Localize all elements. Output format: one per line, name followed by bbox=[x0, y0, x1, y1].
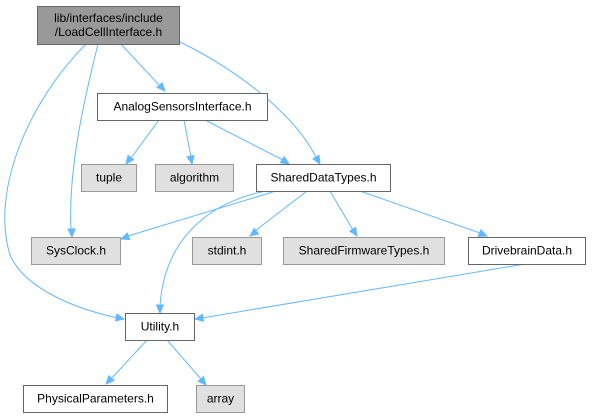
edge-arrowhead bbox=[193, 313, 205, 322]
edges bbox=[4, 40, 526, 386]
node-label: DrivebrainData.h bbox=[482, 244, 572, 258]
edge-utility-to-array bbox=[166, 339, 207, 386]
node-label: SharedFirmwareTypes.h bbox=[299, 244, 430, 258]
edge-line bbox=[359, 190, 481, 234]
node-label: PhysicalParameters.h bbox=[37, 392, 154, 406]
edge-analog-to-shared-data bbox=[204, 119, 291, 165]
node-box bbox=[23, 385, 168, 413]
node-box bbox=[81, 164, 137, 192]
edge-line bbox=[201, 263, 526, 319]
edge-analog-to-algorithm bbox=[183, 119, 195, 166]
edge-arrowhead bbox=[125, 154, 135, 165]
node-sysclock: SysClock.h bbox=[31, 237, 121, 265]
edge-arrowhead bbox=[279, 155, 291, 165]
edge-load-cell-to-utility bbox=[4, 43, 126, 322]
edge-arrowhead bbox=[197, 375, 207, 386]
edge-arrowhead bbox=[156, 81, 166, 92]
node-label: AnalogSensorsInterface.h bbox=[113, 100, 251, 114]
edge-line bbox=[329, 190, 354, 231]
edge-arrowhead bbox=[348, 226, 358, 238]
node-algorithm: algorithm bbox=[155, 164, 234, 192]
node-drivebrain[interactable]: DrivebrainData.h bbox=[468, 237, 586, 265]
node-load-cell[interactable]: lib/interfaces/include/LoadCellInterface… bbox=[37, 6, 180, 45]
node-box bbox=[468, 237, 586, 265]
edge-arrowhead bbox=[155, 304, 165, 315]
node-box bbox=[196, 385, 245, 413]
node-shared-data[interactable]: SharedDataTypes.h bbox=[256, 164, 391, 192]
node-box bbox=[125, 313, 195, 341]
node-utility[interactable]: Utility.h bbox=[125, 313, 195, 341]
edge-shared-data-to-drivebrain bbox=[359, 190, 489, 237]
node-box bbox=[31, 237, 121, 265]
node-box bbox=[155, 164, 234, 192]
edge-shared-data-to-shared-fw bbox=[329, 190, 358, 238]
node-label: SharedDataTypes.h bbox=[270, 171, 376, 185]
edge-arrowhead bbox=[186, 154, 195, 166]
edge-drivebrain-to-utility bbox=[193, 263, 526, 322]
node-label: /LoadCellInterface.h bbox=[55, 25, 162, 39]
edge-line bbox=[159, 190, 267, 307]
node-box bbox=[256, 164, 391, 192]
node-stdint: stdint.h bbox=[192, 237, 262, 265]
edge-line bbox=[4, 43, 119, 319]
node-label: stdint.h bbox=[208, 244, 247, 258]
edge-line bbox=[130, 119, 160, 159]
edge-analog-to-tuple bbox=[125, 119, 160, 165]
node-label: tuple bbox=[96, 171, 122, 185]
edge-shared-data-to-utility bbox=[155, 190, 267, 315]
edge-line bbox=[183, 119, 192, 158]
edge-line bbox=[120, 43, 161, 87]
node-array: array bbox=[196, 385, 245, 413]
edge-line bbox=[166, 339, 202, 380]
node-shared-fw: SharedFirmwareTypes.h bbox=[283, 237, 445, 265]
edge-arrowhead bbox=[477, 228, 489, 237]
node-label: lib/interfaces/include bbox=[54, 11, 163, 25]
nodes: lib/interfaces/include/LoadCellInterface… bbox=[23, 6, 586, 413]
edge-line bbox=[177, 40, 317, 158]
node-tuple: tuple bbox=[81, 164, 137, 192]
node-box bbox=[97, 93, 268, 121]
edge-utility-to-physical bbox=[105, 339, 148, 385]
node-label: SysClock.h bbox=[46, 244, 106, 258]
edge-arrowhead bbox=[67, 228, 76, 239]
edge-line bbox=[70, 43, 99, 231]
edge-load-cell-to-analog bbox=[120, 43, 166, 92]
edge-load-cell-to-shared-data bbox=[177, 40, 321, 166]
edge-arrowhead bbox=[312, 154, 321, 166]
edge-line bbox=[254, 190, 308, 232]
node-physical[interactable]: PhysicalParameters.h bbox=[23, 385, 168, 413]
node-label: Utility.h bbox=[141, 320, 179, 334]
edge-arrowhead bbox=[249, 227, 260, 237]
node-label: array bbox=[207, 392, 234, 406]
node-box bbox=[283, 237, 445, 265]
edge-arrowhead bbox=[119, 232, 131, 241]
node-box bbox=[192, 237, 262, 265]
edge-shared-data-to-sysclock bbox=[119, 190, 277, 241]
edge-arrowhead bbox=[105, 374, 115, 385]
node-label: algorithm bbox=[170, 171, 219, 185]
node-box bbox=[37, 6, 180, 45]
edge-load-cell-to-sysclock bbox=[67, 43, 99, 239]
edge-line bbox=[110, 339, 148, 380]
edge-line bbox=[127, 190, 277, 237]
edge-arrowhead bbox=[114, 313, 126, 322]
edge-shared-data-to-stdint bbox=[249, 190, 308, 237]
node-analog[interactable]: AnalogSensorsInterface.h bbox=[97, 93, 268, 121]
edge-line bbox=[204, 119, 284, 161]
